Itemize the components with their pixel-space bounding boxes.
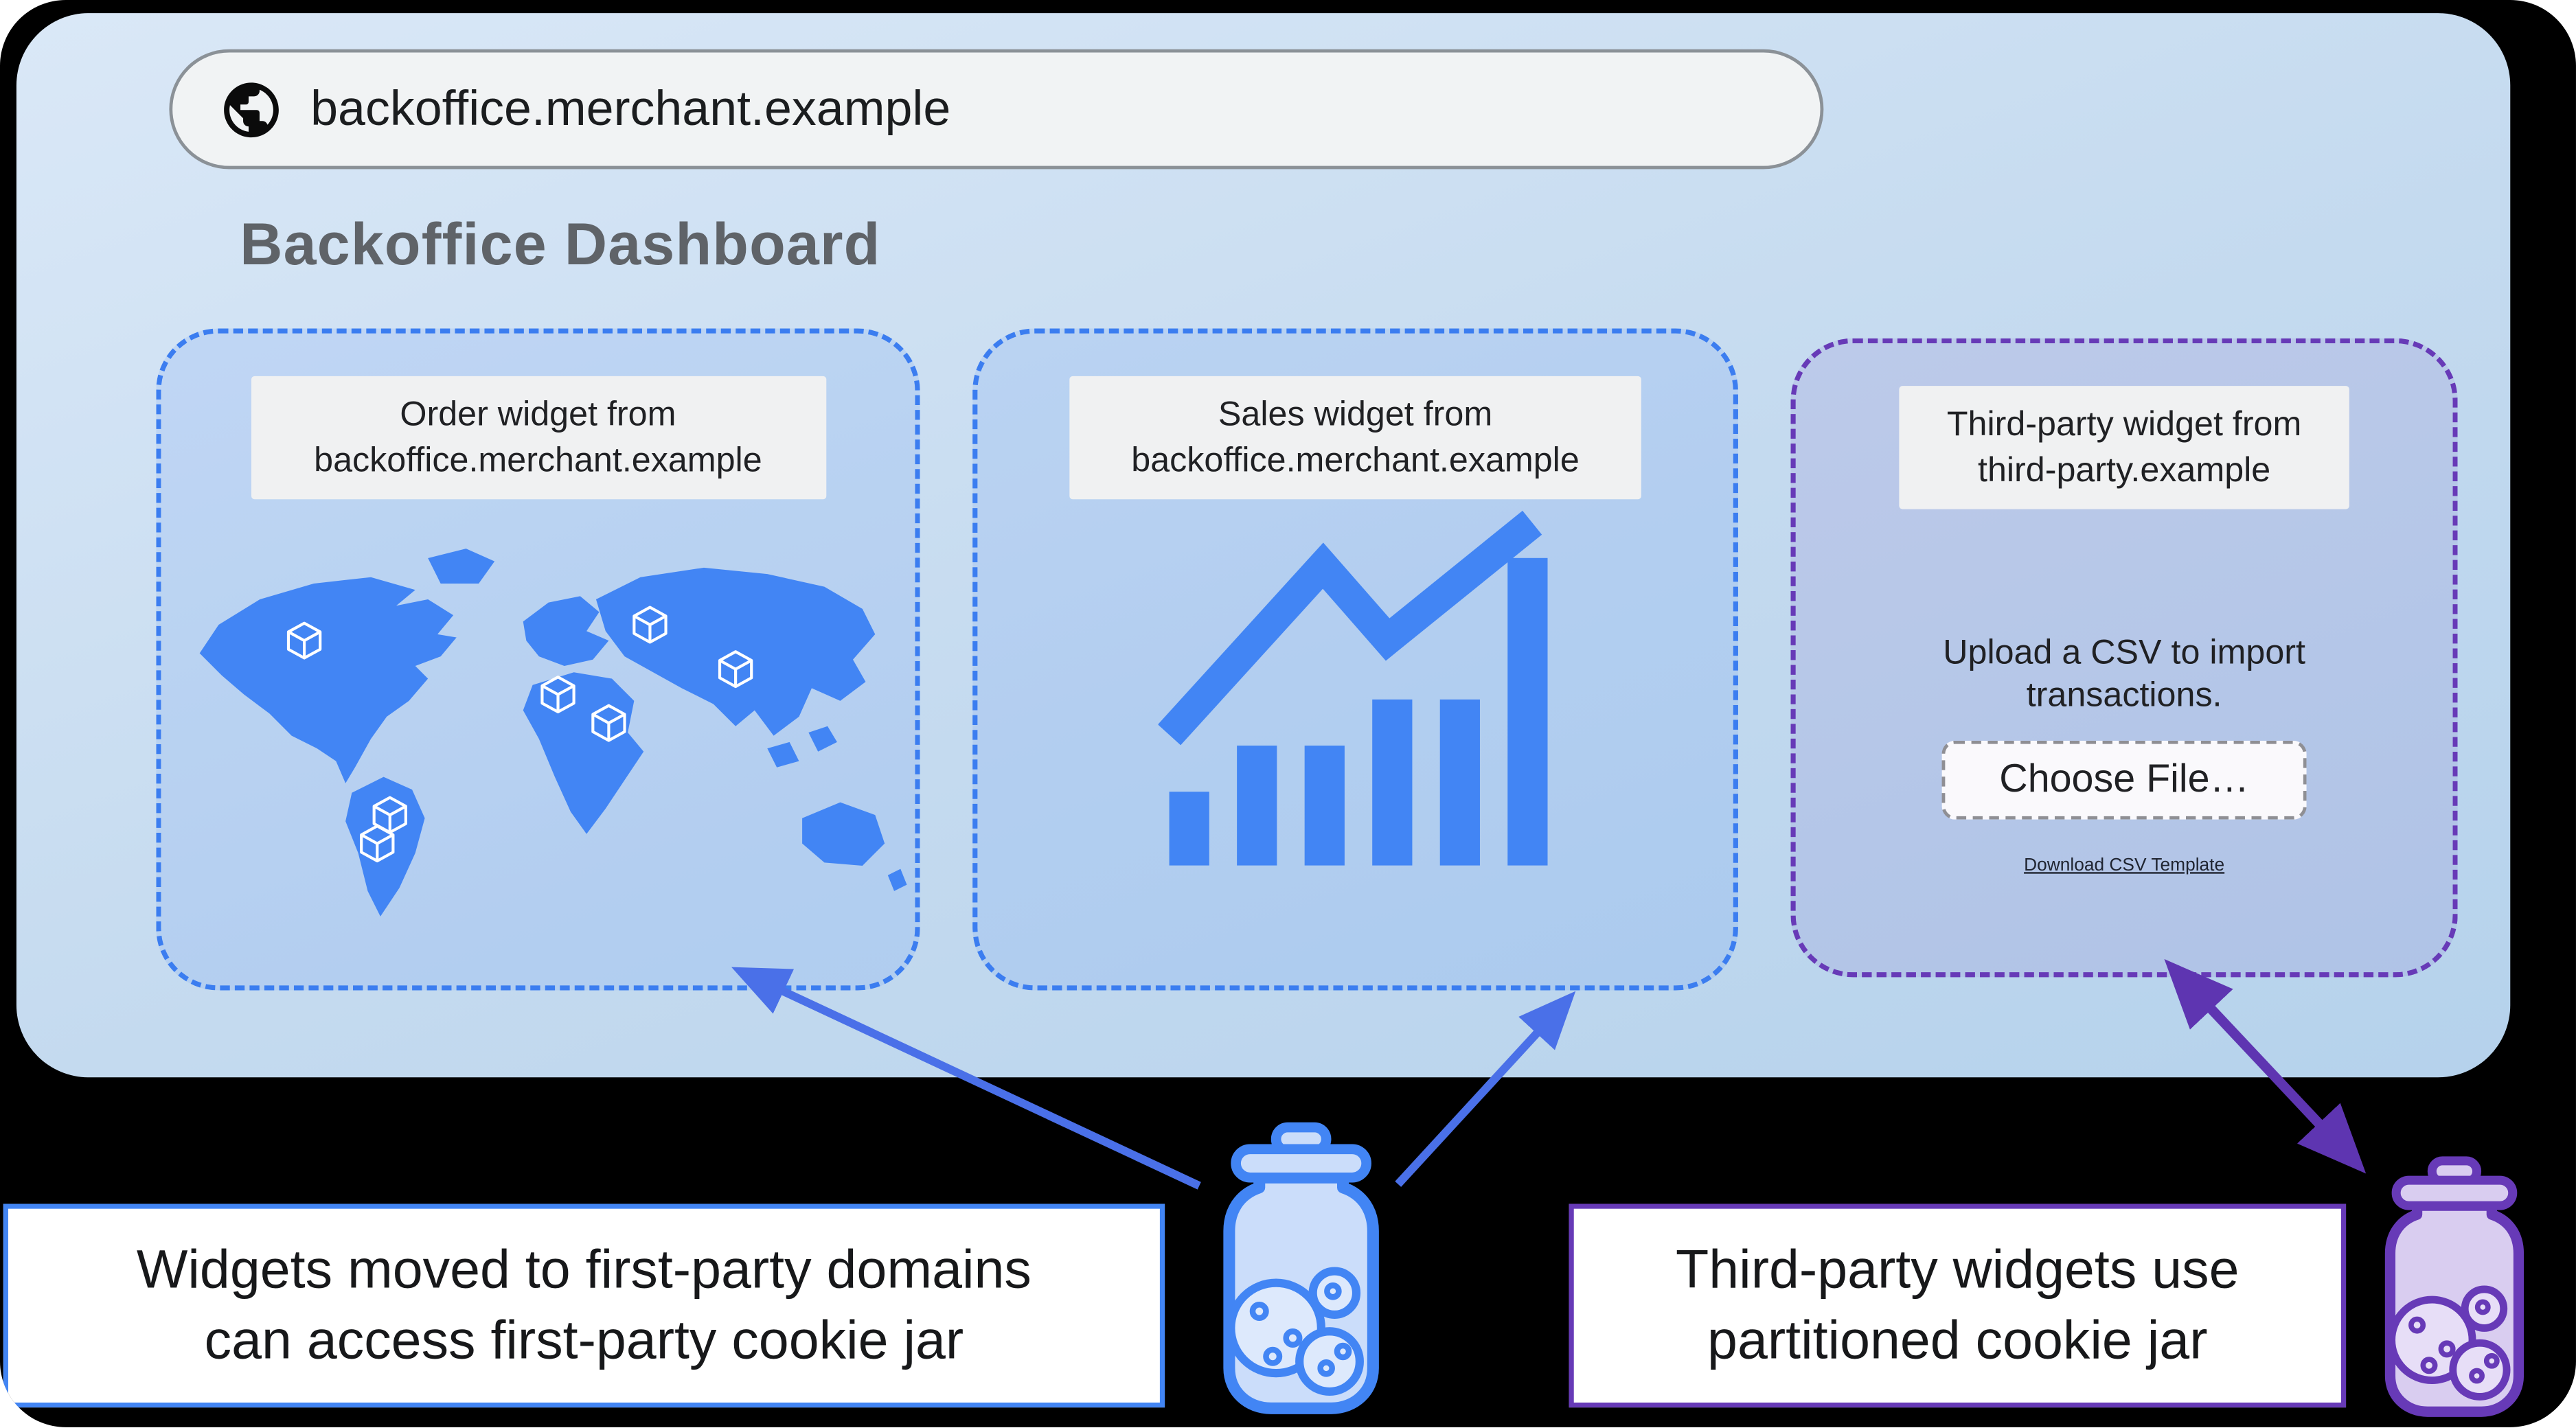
package-icon [542, 677, 573, 712]
third-party-widget-card: Third-party widget from third-party.exam… [1790, 338, 2458, 978]
address-bar[interactable]: backoffice.merchant.example [169, 49, 1824, 170]
package-icon [634, 608, 665, 643]
download-csv-template-link[interactable]: Download CSV Template [2024, 855, 2225, 876]
package-icon [288, 623, 320, 658]
partitioned-note: Third-party widgets use partitioned cook… [1569, 1204, 2347, 1408]
first-party-note: Widgets moved to first-party domains can… [3, 1204, 1165, 1408]
package-icon [593, 706, 624, 741]
url-text: backoffice.merchant.example [310, 81, 951, 136]
partitioned-cookie-jar-icon [2372, 1155, 2536, 1424]
order-widget-label: Order widget from backoffice.merchant.ex… [250, 376, 826, 500]
choose-file-button[interactable]: Choose File… [1941, 740, 2307, 820]
world-map-icon [177, 504, 907, 964]
package-icon [720, 652, 751, 687]
first-party-cookie-jar-icon [1209, 1120, 1393, 1422]
third-party-widget-label: Third-party widget from third-party.exam… [1899, 386, 2349, 510]
browser-window: backoffice.merchant.example Backoffice D… [16, 13, 2511, 1078]
globe-icon [224, 82, 279, 137]
sales-widget-card: Sales widget from backoffice.merchant.ex… [972, 328, 1738, 991]
page-title: Backoffice Dashboard [240, 210, 881, 278]
upload-instructions: Upload a CSV to import transactions. [1943, 634, 2305, 715]
sales-widget-label: Sales widget from backoffice.merchant.ex… [1069, 376, 1641, 500]
order-widget-card: Order widget from backoffice.merchant.ex… [156, 328, 920, 991]
sales-chart-icon [1158, 504, 1553, 866]
package-icon [361, 826, 393, 861]
